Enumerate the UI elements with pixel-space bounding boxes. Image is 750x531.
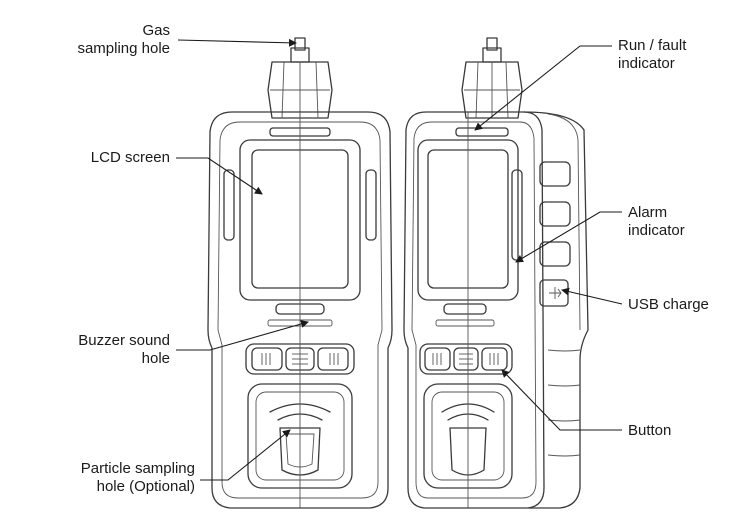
leader-lcd-screen <box>176 157 263 195</box>
side-button-2 <box>539 201 571 227</box>
leader-gas-sampling <box>177 38 297 47</box>
label-run-fault-indicator: Run / fault indicator <box>618 37 687 72</box>
side-nozzle-tip <box>486 37 498 51</box>
leader-lines <box>176 38 623 481</box>
front-device <box>207 37 393 509</box>
side-button-1 <box>539 161 571 187</box>
side-right-panel <box>523 111 589 509</box>
front-right-grip <box>365 169 377 241</box>
side-button-3 <box>539 241 571 267</box>
label-button: Button <box>628 422 672 439</box>
label-alarm-indicator: Alarm indicator <box>628 204 685 239</box>
side-device <box>403 37 589 509</box>
side-nozzle-cap <box>461 61 523 119</box>
leader-usb <box>561 287 623 305</box>
front-body-outline <box>207 111 393 509</box>
label-particle-sampling-hole: Particle sampling hole (Optional) <box>80 460 195 495</box>
side-button-strip <box>419 343 513 375</box>
label-gas-sampling-hole: Gas sampling hole <box>77 22 170 57</box>
label-lcd-screen: LCD screen <box>90 149 170 166</box>
leader-alarm <box>515 211 622 263</box>
leader-run-fault <box>474 45 612 131</box>
label-usb-charge: USB charge <box>628 296 709 313</box>
side-alarm-strip <box>511 169 523 261</box>
side-front-face <box>403 111 545 509</box>
leader-button <box>501 369 622 431</box>
front-nozzle-cap <box>267 61 333 119</box>
front-left-grip <box>223 169 235 241</box>
leader-particle <box>200 429 291 481</box>
front-particle-hole <box>279 427 321 476</box>
label-buzzer-sound-hole: Buzzer sound hole <box>78 332 170 367</box>
leader-buzzer <box>176 320 309 351</box>
